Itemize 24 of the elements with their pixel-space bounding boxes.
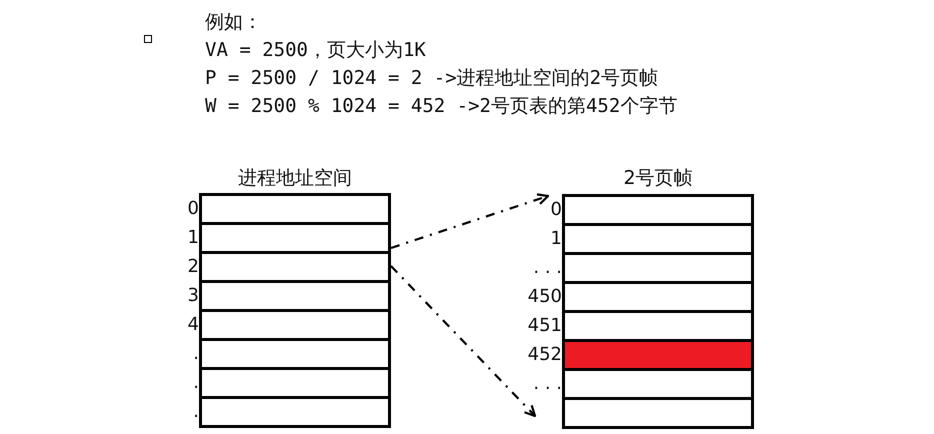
note-text: 例如： [205,10,262,34]
table-title: 进程地址空间 [238,166,352,190]
table-row [562,397,754,429]
row-index: 450 [528,286,562,308]
row-index: 452 [528,344,562,366]
row-index: . [193,401,199,423]
row-index: . [193,343,199,365]
row-index: 1 [188,227,199,249]
arrow [390,265,536,418]
note-text: P = 2500 / 1024 = 2 ->进程地址空间的2号页帧 [205,66,658,90]
row-index: 4 [188,314,199,336]
row-index: . [193,372,199,394]
row-index: 1 [550,228,562,250]
row-index: 451 [528,315,562,337]
arrow [390,193,550,250]
row-index: 0 [550,199,562,221]
row-index: 0 [188,198,199,220]
row-index: . . . [533,373,562,395]
note-text: VA = 2500，页大小为1K [205,38,426,62]
row-index: 2 [188,256,199,278]
note-text: W = 2500 % 1024 = 452 ->2号页表的第452个字节 [205,94,678,118]
row-index: . . . [533,257,562,279]
row-index: 3 [188,285,199,307]
table-title: 2号页帧 [623,166,693,190]
